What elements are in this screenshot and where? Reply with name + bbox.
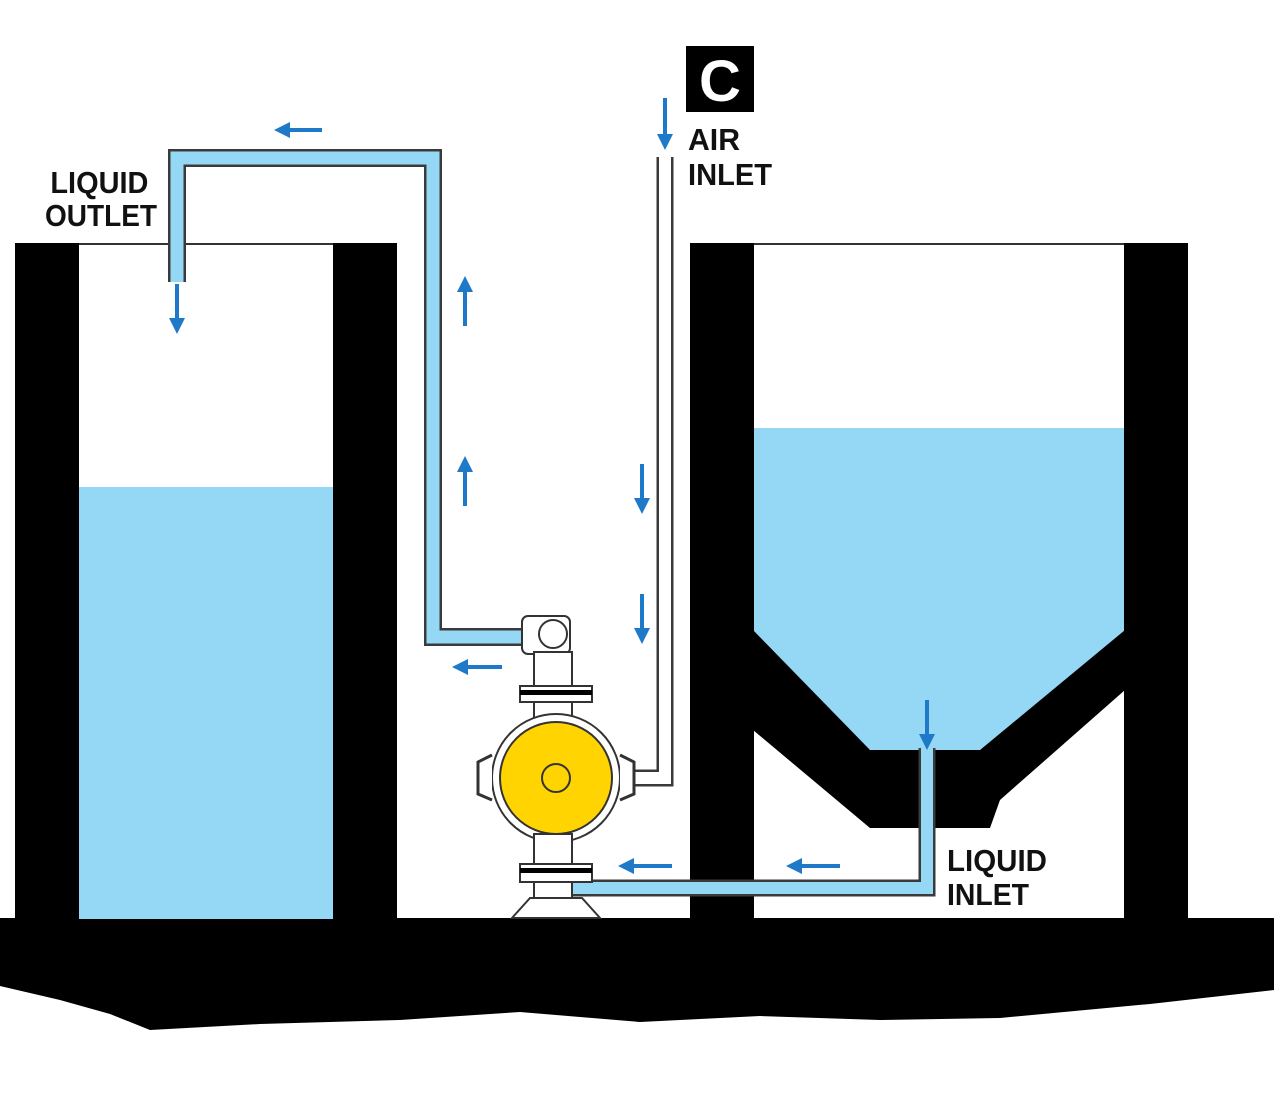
right-tank-hopper-bottom [753,630,1125,828]
liquid-outlet-label: LIQUID OUTLET [45,165,157,233]
ground [0,918,1274,1030]
diagram-badge: C [686,46,754,114]
pump-left-clamp [476,753,493,802]
pump-center-hub [541,763,571,793]
badge-letter: C [699,49,741,114]
liquid-inlet-label: LIQUID INLET [947,843,1056,912]
right-tank-liquid [753,428,1125,750]
pump-foot [509,897,603,919]
diaphragm-pump [476,615,636,919]
right-tank-wall-left [690,243,754,921]
pump-right-clamp [619,753,636,802]
left-tank [15,243,397,921]
air-inlet-label: AIR INLET [688,122,772,192]
left-tank-liquid [78,487,334,919]
right-tank-wall-right [1124,243,1188,921]
flow-arrows [169,98,935,874]
right-tank [690,243,1188,921]
left-tank-wall-right [333,243,397,921]
left-tank-wall-left [15,243,79,921]
